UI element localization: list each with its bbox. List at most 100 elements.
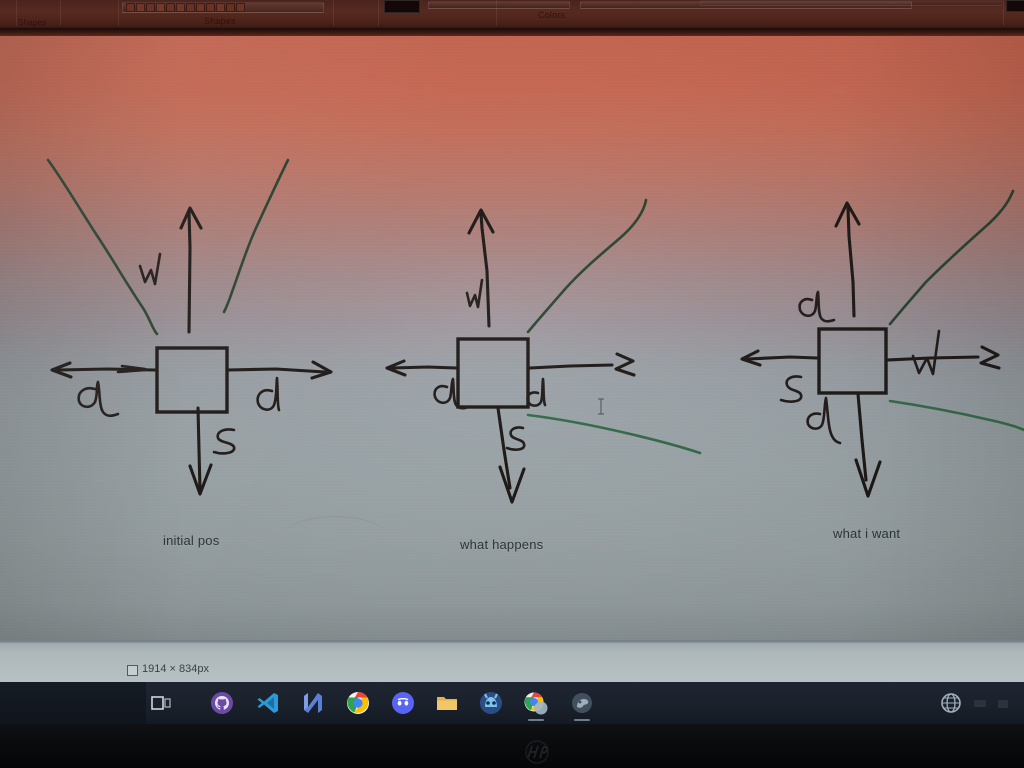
shape-swatch[interactable] xyxy=(216,3,225,12)
shape-swatch[interactable] xyxy=(166,3,175,12)
ribbon-group-colors-label: Colors xyxy=(538,10,566,20)
ground-line-up-right xyxy=(888,189,1015,326)
chrome-window-icon[interactable] xyxy=(523,690,549,721)
key-label-a xyxy=(77,380,120,418)
vscode-icon[interactable] xyxy=(255,690,281,716)
chrome-icon[interactable] xyxy=(345,690,371,716)
ground-line-up-right xyxy=(526,198,648,334)
key-label-w xyxy=(465,278,484,309)
arrow-right-shaft xyxy=(226,367,327,374)
key-label-s xyxy=(779,375,803,403)
arrow-right-head xyxy=(310,360,333,380)
paint-status-bar xyxy=(0,640,1024,682)
paint-icon[interactable] xyxy=(569,690,595,721)
monitor-bottom-bezel xyxy=(0,724,1024,768)
discord-icon[interactable] xyxy=(390,690,416,716)
ribbon-divider xyxy=(16,0,17,26)
key-label-s xyxy=(212,428,236,455)
canvas-size-icon xyxy=(127,665,138,676)
arrow-up-head xyxy=(467,208,495,235)
sketch-drawing xyxy=(46,158,1024,504)
arrow-down-shaft xyxy=(496,406,512,490)
player-box xyxy=(155,346,229,414)
ribbon-collapse-button[interactable] xyxy=(1006,0,1024,12)
arrow-right-head xyxy=(979,345,1001,370)
arrow-left-extra2 xyxy=(116,368,147,374)
player-box xyxy=(817,327,888,395)
running-indicator xyxy=(528,719,544,721)
tray-extra-icon[interactable] xyxy=(998,700,1008,708)
shape-swatch[interactable] xyxy=(136,3,145,12)
shape-swatch[interactable] xyxy=(176,3,185,12)
key-label-d xyxy=(806,396,842,445)
arrow-down-head xyxy=(188,463,213,496)
arrow-right-head xyxy=(614,352,636,377)
ground-line-right xyxy=(222,158,290,314)
ribbon-bottom-shadow xyxy=(0,28,1024,36)
ribbon-group-tools-label: Shapes xyxy=(18,18,47,27)
file-explorer-icon[interactable] xyxy=(434,690,460,716)
paint-canvas[interactable]: initial pos what happens what i want xyxy=(0,36,1024,640)
ground-line-down-right xyxy=(888,399,1024,432)
color-palette-row-2[interactable] xyxy=(580,1,912,9)
taskbar-search-region[interactable]: earch xyxy=(0,682,146,724)
panel-caption-what-i-want: what i want xyxy=(833,526,901,541)
ground-line-left xyxy=(46,158,159,336)
ground-line-down-right xyxy=(526,413,702,455)
key-label-s xyxy=(505,426,526,451)
key-label-d xyxy=(526,377,547,407)
panel-caption-initial-pos: initial pos xyxy=(163,533,220,548)
task-view-icon[interactable] xyxy=(148,690,174,716)
shape-swatch[interactable] xyxy=(186,3,195,12)
key-label-w xyxy=(138,252,162,286)
color-1-swatch[interactable] xyxy=(384,0,420,13)
arrow-left-head xyxy=(740,349,762,367)
arrow-left-extra xyxy=(120,364,147,371)
shape-swatch[interactable] xyxy=(156,3,165,12)
shape-swatch[interactable] xyxy=(196,3,205,12)
ribbon-group-shapes-label: Shapes xyxy=(204,16,236,26)
shape-swatch[interactable] xyxy=(236,3,245,12)
shape-swatch[interactable] xyxy=(126,3,135,12)
arrow-left-head xyxy=(385,359,407,377)
text-caret-icon xyxy=(598,398,604,415)
arrow-up-shaft xyxy=(479,212,491,328)
github-icon[interactable] xyxy=(209,690,235,716)
ribbon-strip xyxy=(700,0,1002,6)
arrow-down-head xyxy=(854,458,882,498)
panel-what-happens xyxy=(385,198,702,504)
status-bar-divider xyxy=(0,640,1024,643)
arrow-right-shaft xyxy=(886,355,980,362)
hp-logo xyxy=(525,740,549,764)
ribbon-divider xyxy=(496,0,497,26)
arrow-up-shaft xyxy=(187,210,192,334)
ribbon-divider xyxy=(118,0,119,26)
arrow-left-shaft xyxy=(746,355,819,361)
arrow-down-shaft xyxy=(196,406,202,492)
canvas-size-label: 1914 × 834px xyxy=(142,663,209,675)
ribbon-divider xyxy=(60,0,61,26)
panel-what-i-want xyxy=(740,189,1024,498)
arrow-up-shaft xyxy=(846,206,856,318)
tray-globe-icon[interactable] xyxy=(938,690,964,716)
color-palette-row[interactable] xyxy=(428,1,570,9)
neovim-icon[interactable] xyxy=(300,690,326,716)
ribbon-divider xyxy=(1003,0,1004,26)
tray-overflow-icon[interactable] xyxy=(974,700,986,707)
shape-swatch[interactable] xyxy=(146,3,155,12)
panel-initial-pos xyxy=(46,158,333,496)
ribbon-divider xyxy=(378,0,379,26)
player-box xyxy=(456,337,530,409)
key-label-w xyxy=(911,329,941,376)
arrow-right-shaft xyxy=(528,363,614,370)
canvas-smudge xyxy=(280,516,390,563)
shape-swatch[interactable] xyxy=(226,3,235,12)
running-indicator xyxy=(574,719,590,721)
key-label-d xyxy=(256,376,281,412)
game-launcher-icon[interactable] xyxy=(478,690,504,716)
ribbon-divider xyxy=(333,0,334,26)
paint-ribbon: Shapes Shapes Colors xyxy=(0,0,1024,30)
taskbar-tray xyxy=(904,682,1024,724)
shape-swatch[interactable] xyxy=(206,3,215,12)
arrow-left-shaft xyxy=(390,365,458,370)
